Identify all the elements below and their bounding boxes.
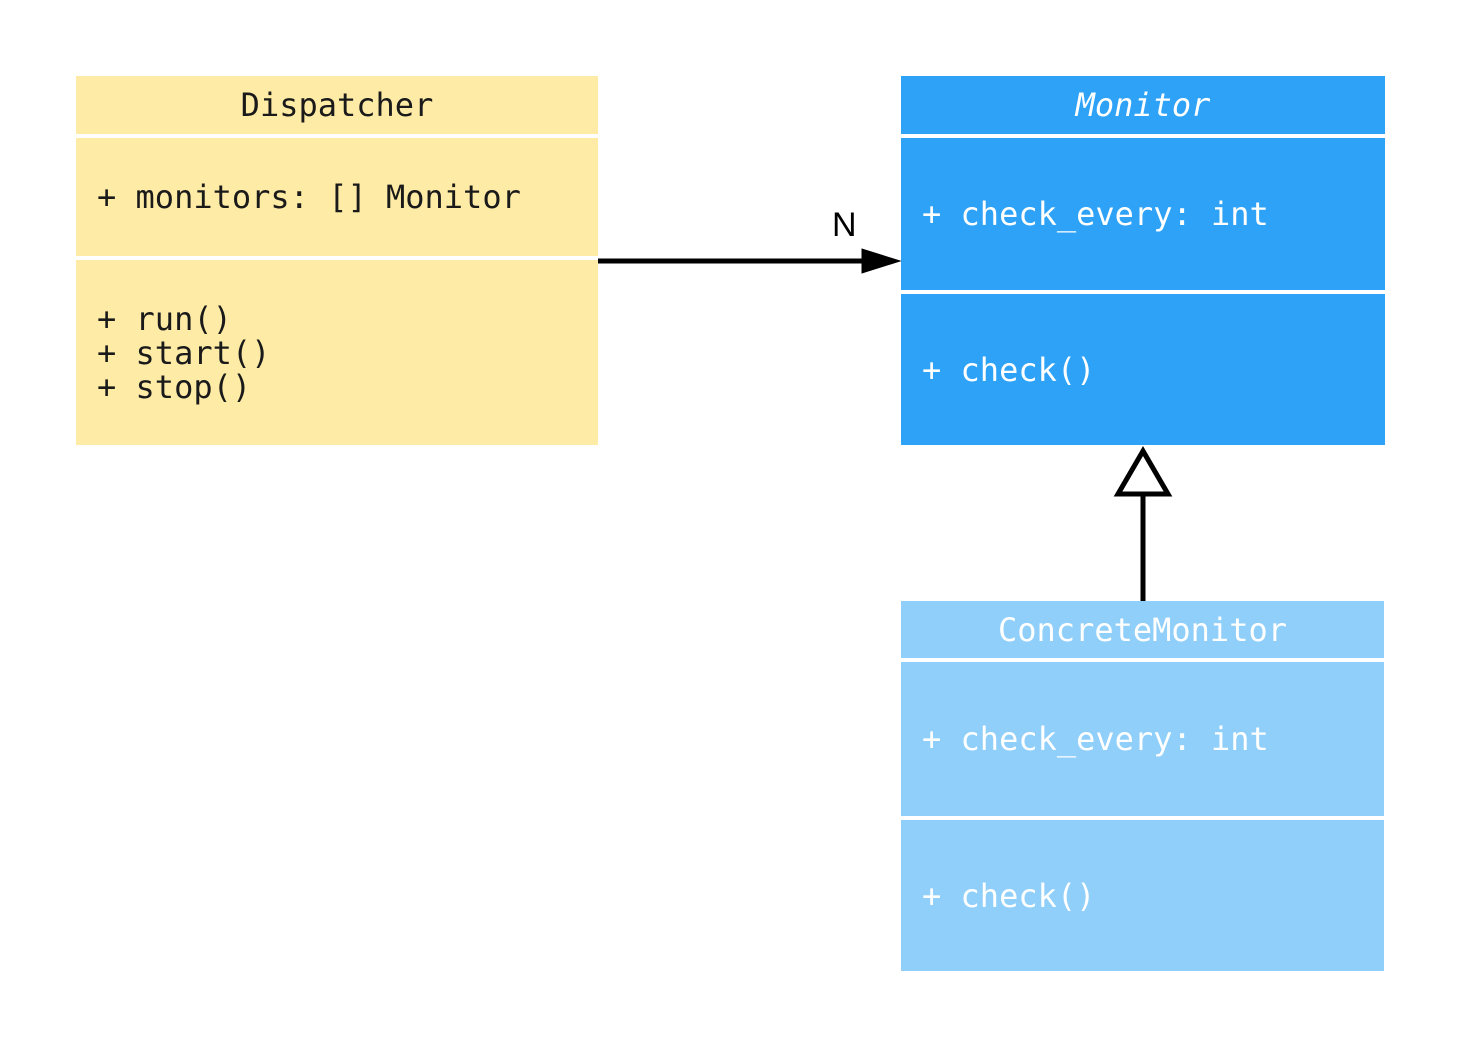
attribute-line: + check_every: int (922, 720, 1269, 758)
method-line: + check() (922, 350, 1096, 389)
inheritance-arrow (1113, 446, 1173, 601)
class-attributes-concrete-monitor: + check_every: int (901, 662, 1384, 816)
class-methods-dispatcher: + run() + start() + stop() (76, 260, 598, 445)
method-line: + stop() (97, 367, 252, 406)
class-title-dispatcher: Dispatcher (76, 76, 598, 134)
class-attributes-dispatcher: + monitors: [] Monitor (76, 138, 598, 256)
class-methods-monitor: + check() (901, 294, 1385, 445)
class-box-monitor: Monitor + check_every: int + check() (901, 76, 1385, 445)
method-line: + check() (922, 876, 1096, 915)
attribute-line: + check_every: int (922, 195, 1269, 233)
class-methods-concrete-monitor: + check() (901, 820, 1384, 971)
class-attributes-monitor: + check_every: int (901, 138, 1385, 290)
class-box-concrete-monitor: ConcreteMonitor + check_every: int + che… (901, 601, 1384, 971)
method-line: + start() (97, 333, 271, 372)
class-title-monitor: Monitor (901, 76, 1385, 134)
association-multiplicity-label: N (832, 206, 857, 244)
class-title-concrete-monitor: ConcreteMonitor (901, 601, 1384, 658)
method-line: + run() (97, 299, 232, 338)
association-arrow (598, 248, 902, 274)
attribute-line: + monitors: [] Monitor (97, 178, 521, 216)
class-box-dispatcher: Dispatcher + monitors: [] Monitor + run(… (76, 76, 598, 445)
